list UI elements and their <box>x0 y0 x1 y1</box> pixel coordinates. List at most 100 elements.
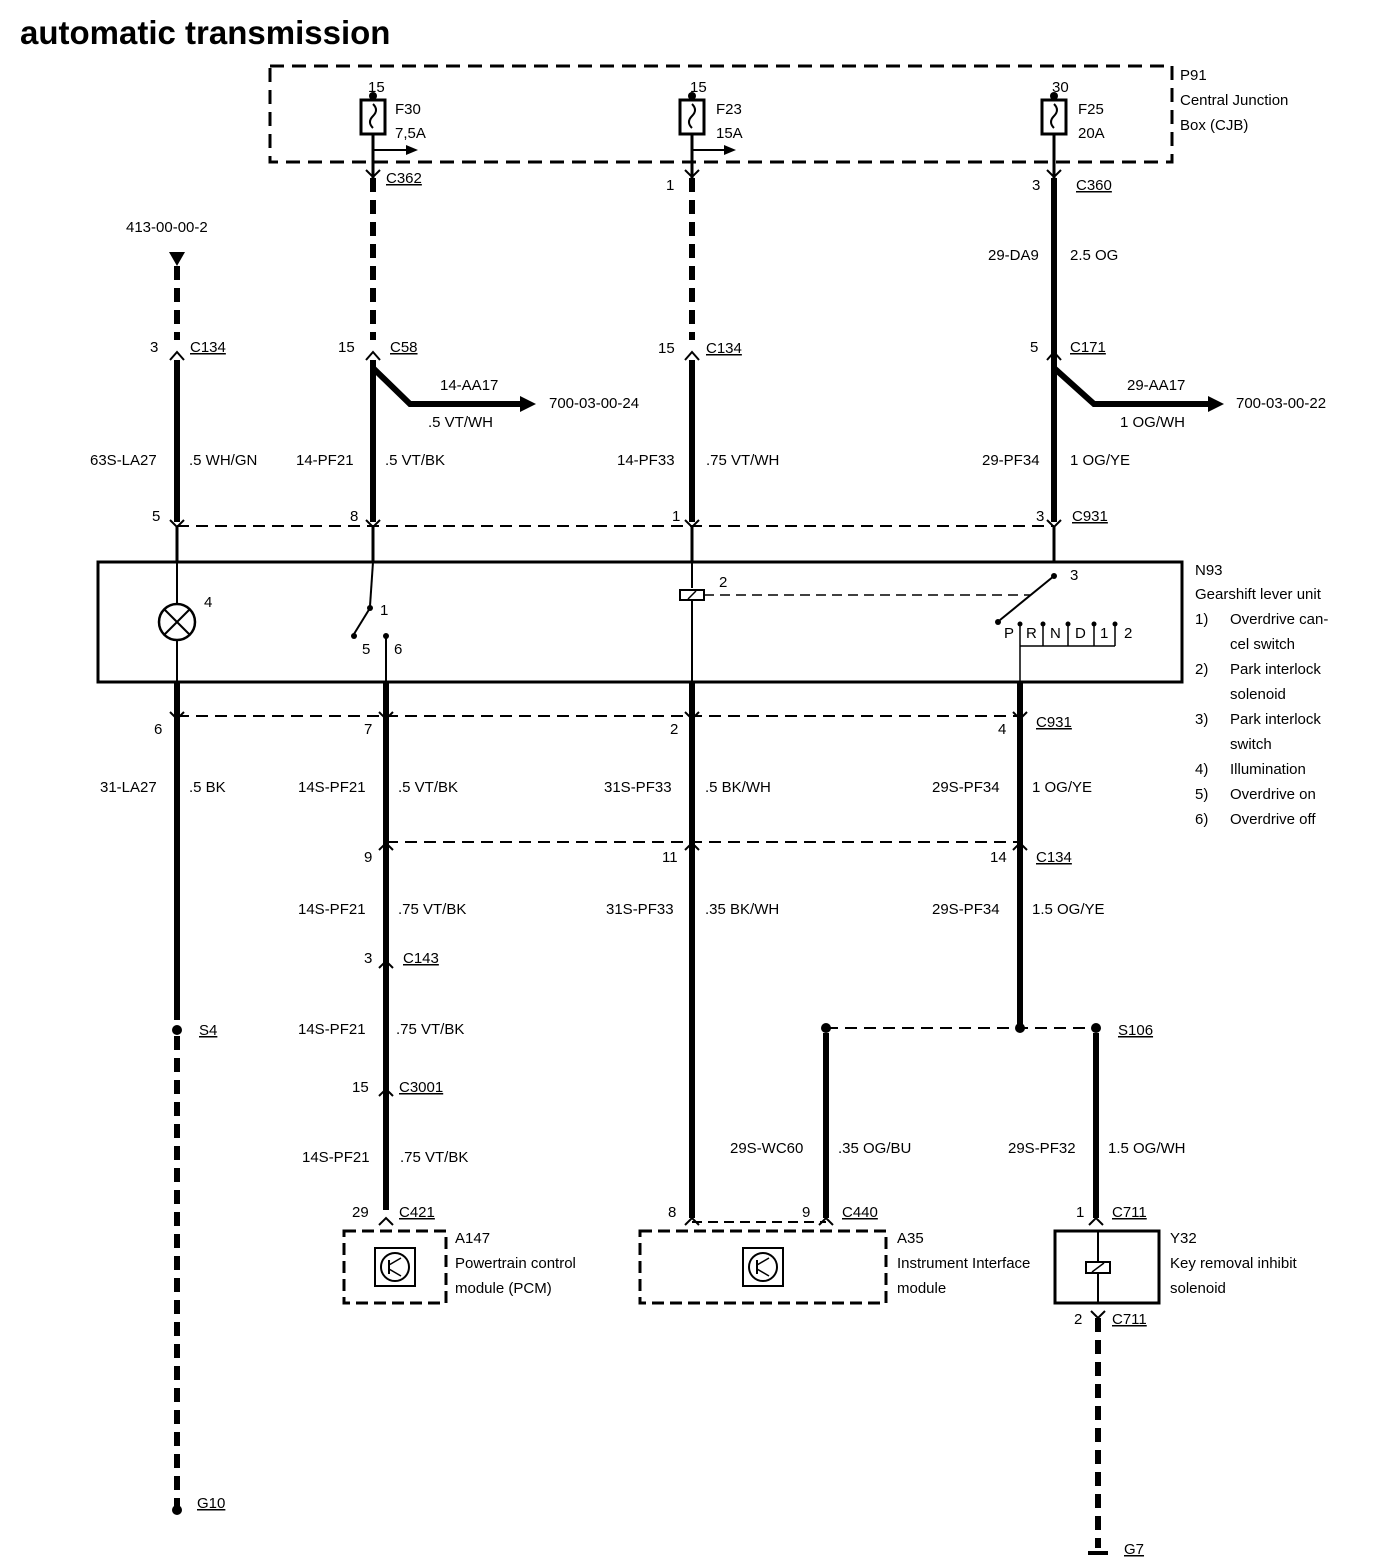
c931-top-pin-8: 8 <box>350 508 358 525</box>
fuse-f30-pin: 15 <box>368 79 385 96</box>
n93-pin-6: 6 <box>394 641 402 658</box>
legend-5-num: 5) <box>1195 786 1208 803</box>
c931-bot-pin-2: 2 <box>670 721 678 738</box>
gear-d: D <box>1075 625 1086 642</box>
wire-29spf34b-spec: 1.5 OG/YE <box>1032 901 1105 918</box>
c171: C171 <box>1070 339 1106 356</box>
c931-bot-pin-4: 4 <box>998 721 1006 738</box>
wire-29da9-spec: 2.5 OG <box>1070 247 1118 264</box>
c931-top-pin-1: 1 <box>672 508 680 525</box>
wire-29da9: 29-DA9 <box>988 247 1039 264</box>
c931-bot-pin-7: 7 <box>364 721 372 738</box>
wire-29spf34a: 29S-PF34 <box>932 779 1000 796</box>
central-junction-box: P91 Central Junction Box (CJB) <box>268 64 1288 164</box>
ground-g10-icon <box>172 1505 182 1515</box>
gear-p: P <box>1004 625 1014 642</box>
pcm-id: A147 <box>455 1230 490 1247</box>
wire-29aa17: 29-AA17 <box>1127 377 1185 394</box>
n93-pin-4: 4 <box>204 594 212 611</box>
c931-bot: C931 <box>1036 714 1072 731</box>
legend-2-line1: Park interlock <box>1230 661 1321 678</box>
wire-29spf32-spec: 1.5 OG/WH <box>1108 1140 1186 1157</box>
c931-top-pin-3: 3 <box>1036 508 1044 525</box>
gear-r: R <box>1026 625 1037 642</box>
splice-s106 <box>1015 1023 1025 1033</box>
legend-6-num: 6) <box>1195 811 1208 828</box>
wire-14spf21a-spec: .5 VT/BK <box>398 779 458 796</box>
ref-700-24: 700-03-00-24 <box>549 395 639 412</box>
wire-29spf34b: 29S-PF34 <box>932 901 1000 918</box>
fuse-f30-id: F30 <box>395 101 421 118</box>
wire-14spf21d-spec: .75 VT/BK <box>400 1149 468 1166</box>
cjb-id: P91 <box>1180 67 1207 84</box>
c711-bot: C711 <box>1112 1311 1147 1328</box>
c711-top-pin: 1 <box>1076 1204 1084 1221</box>
wire-14spf21b: 14S-PF21 <box>298 901 366 918</box>
wire-14pf33-spec: .75 VT/WH <box>706 452 779 469</box>
cjb-name-line1: Central Junction <box>1180 92 1288 109</box>
n93-pin-2: 2 <box>719 574 727 591</box>
c3001-pin: 15 <box>352 1079 369 1096</box>
c421-pin: 29 <box>352 1204 369 1221</box>
c711-bot-pin: 2 <box>1074 1311 1082 1328</box>
legend-5-line1: Overdrive on <box>1230 786 1316 803</box>
wire-14spf21a: 14S-PF21 <box>298 779 366 796</box>
fuse-f23-rating: 15A <box>716 125 743 142</box>
c134a: C134 <box>190 339 226 356</box>
iim-name-line1: Instrument Interface <box>897 1255 1030 1272</box>
fuse-f25-rating: 20A <box>1078 125 1105 142</box>
wire-29swc60-spec: .35 OG/BU <box>838 1140 911 1157</box>
c134b: C134 <box>706 340 742 357</box>
splice-s106-label: S106 <box>1118 1022 1153 1039</box>
iim-transistor-icon <box>748 1252 778 1282</box>
c58-pin: 15 <box>338 339 355 356</box>
c421: C421 <box>399 1204 435 1221</box>
splice-s4 <box>172 1025 182 1035</box>
fuse-f23-pin: 15 <box>690 79 707 96</box>
wire-29swc60: 29S-WC60 <box>730 1140 803 1157</box>
splice-s4-label: S4 <box>199 1022 217 1039</box>
c3001: C3001 <box>399 1079 443 1096</box>
connector-c360: C360 <box>1076 177 1112 194</box>
c134c: C134 <box>1036 849 1072 866</box>
n93-pin-1: 1 <box>380 602 388 619</box>
key-removal-inhibit-solenoid: Y32 Key removal inhibit solenoid <box>1053 1229 1298 1305</box>
legend-1-line1: Overdrive can- <box>1230 611 1328 628</box>
c440-pin-8: 8 <box>668 1204 676 1221</box>
y32-name-line2: solenoid <box>1170 1280 1226 1297</box>
n93-id: N93 <box>1195 562 1223 579</box>
ref-700-22: 700-03-00-22 <box>1236 395 1326 412</box>
ref-413-arrow <box>169 252 185 266</box>
legend-4-num: 4) <box>1195 761 1208 778</box>
fuse-f23: 15 F23 15A <box>678 79 743 178</box>
cjb-name-line2: Box (CJB) <box>1180 117 1248 134</box>
fuse-f23-id: F23 <box>716 101 742 118</box>
fuse-f30: 15 F30 7,5A <box>359 79 426 178</box>
connector-c360-pin: 3 <box>1032 177 1040 194</box>
legend-2-line2: solenoid <box>1230 686 1286 703</box>
wire-14pf21-spec: .5 VT/BK <box>385 452 445 469</box>
c931-bot-pin-6: 6 <box>154 721 162 738</box>
c143: C143 <box>403 950 439 967</box>
fuse-f25-pin: 30 <box>1052 79 1069 96</box>
wire-14spf21c: 14S-PF21 <box>298 1021 366 1038</box>
c134c-pin-11: 11 <box>662 849 678 866</box>
wire-31spf33a-spec: .5 BK/WH <box>705 779 771 796</box>
connector-c362: C362 <box>386 170 422 187</box>
c440-pin-9: 9 <box>802 1204 810 1221</box>
c134c-pin-14: 14 <box>990 849 1007 866</box>
c171-pin: 5 <box>1030 339 1038 356</box>
n93-pin-5: 5 <box>362 641 370 658</box>
wire-14spf21c-spec: .75 VT/BK <box>396 1021 464 1038</box>
fuse-f25: 30 F25 20A <box>1040 79 1105 178</box>
wire-31spf33b-spec: .35 BK/WH <box>705 901 779 918</box>
legend-3-line2: switch <box>1230 736 1272 753</box>
overdrive-switch-icon <box>353 607 371 635</box>
ground-g10: G10 <box>197 1495 225 1512</box>
wire-29pf34: 29-PF34 <box>982 452 1040 469</box>
instrument-interface-module: A35 Instrument Interface module <box>638 1229 1030 1305</box>
n93-name: Gearshift lever unit <box>1195 586 1322 603</box>
wire-31la27-spec: .5 BK <box>189 779 226 796</box>
ref-413: 413-00-00-2 <box>126 219 208 236</box>
